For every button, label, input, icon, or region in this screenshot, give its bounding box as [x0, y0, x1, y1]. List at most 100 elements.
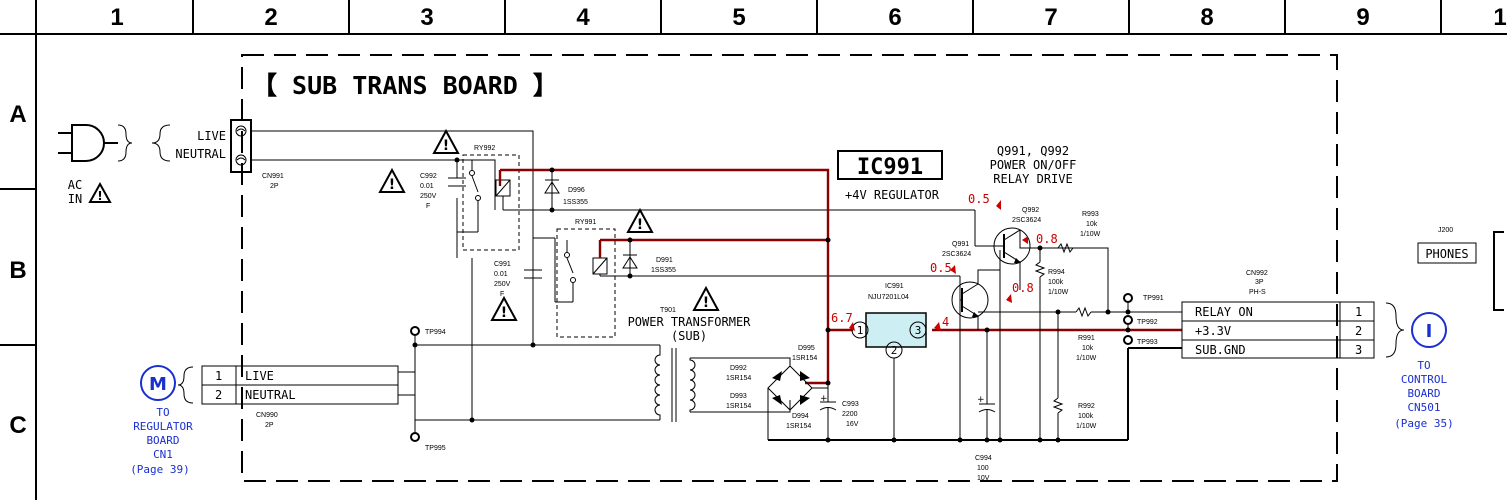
q991-ref: Q991: [952, 241, 969, 248]
r991-rating: 1/10W: [1076, 355, 1097, 362]
ground-bus: [768, 270, 1129, 441]
d992-ref: D992: [730, 365, 747, 372]
column-number-7: 7: [1044, 4, 1057, 31]
cn990-row-1-name: LIVE: [245, 369, 274, 383]
svg-text:!: !: [389, 177, 395, 193]
tp993-label: TP993: [1137, 339, 1158, 346]
ry991-relay: [554, 238, 960, 303]
warning-icon: !: [88, 181, 112, 203]
column-number-10: 1: [1493, 4, 1506, 31]
q991-part: 2SC3624: [942, 251, 971, 258]
row-letter-a: A: [9, 101, 26, 128]
c992-ref: C992: [420, 173, 437, 180]
ic991-title: IC991: [857, 155, 923, 180]
d996-ref: D996: [568, 187, 585, 194]
tp992-label: TP992: [1137, 319, 1158, 326]
c991-value2: 250V: [494, 281, 511, 288]
d993-part: 1SR154: [726, 403, 751, 410]
svg-text:+: +: [977, 395, 985, 405]
r991-ref: R991: [1078, 335, 1095, 342]
ref-m-line1: TO: [156, 406, 169, 419]
cn991-pins: 2P: [270, 183, 279, 190]
svg-text:!: !: [443, 138, 449, 154]
ref-i-line4: CN501: [1407, 401, 1440, 414]
c992-capacitor: [448, 177, 466, 187]
ic991-part-ref: IC991: [885, 283, 904, 290]
ac-in-label-1: AC: [68, 178, 82, 192]
cn990-row-2-num: 2: [215, 388, 222, 402]
cn990-pins: 2P: [265, 422, 274, 429]
svg-text:+: +: [820, 394, 828, 404]
cn992-pins: 3P: [1255, 279, 1264, 286]
c992-value1: 0.01: [420, 183, 434, 190]
d993-ref: D993: [730, 393, 747, 400]
t901-transformer: [654, 345, 791, 422]
ic991-pin-3: [909, 321, 927, 339]
r993-ref: R993: [1082, 211, 1099, 218]
ref-m-page: (Page 39): [130, 463, 190, 476]
ref-m-line4: CN1: [153, 448, 173, 461]
d996-part: 1SS355: [563, 199, 588, 206]
ref-m-line2: REGULATOR: [133, 420, 193, 433]
cn992-type: PH-S: [1249, 289, 1266, 296]
grid-column-dividers: [35, 0, 1442, 34]
r994-resistor: [1034, 248, 1046, 440]
svg-text:!: !: [501, 305, 507, 321]
r992-rating: 1/10W: [1076, 423, 1097, 430]
c993-ref: C993: [842, 401, 859, 408]
d991-part: 1SS355: [651, 267, 676, 274]
ic991-pin-1: [851, 321, 869, 339]
ac-wiring: [251, 130, 660, 432]
r992-value: 100k: [1078, 413, 1094, 420]
column-number-2: 2: [264, 4, 277, 31]
q-block-line1: Q991, Q992: [997, 144, 1069, 158]
ref-i-letter: I: [1426, 321, 1433, 342]
t901-label-2: (SUB): [671, 329, 707, 343]
c994-capacitor: +: [977, 330, 996, 440]
tp994-point: [410, 326, 420, 336]
board-title: 【 SUB TRANS BOARD 】: [252, 71, 558, 100]
q992-transistor: [974, 210, 1109, 312]
tp993-point: [1123, 335, 1133, 345]
ac-in-label-2: IN: [68, 192, 82, 206]
r992-resistor: [1052, 312, 1064, 440]
cn990-row-2-name: NEUTRAL: [245, 388, 296, 402]
cn992-connector: [1181, 301, 1375, 359]
grid-row-dividers: [0, 188, 36, 346]
ic991-pin-1-label: 1: [857, 324, 864, 337]
warning-icon: !: [626, 207, 654, 233]
cn992-row-1-num: 1: [1355, 305, 1362, 319]
column-number-3: 3: [420, 4, 433, 31]
c993-value: 2200: [842, 411, 858, 418]
board-outline: [241, 54, 1338, 482]
cn990-ref: CN990: [256, 412, 278, 419]
q992-ref: Q992: [1022, 207, 1039, 214]
warning-icon: !: [378, 167, 406, 193]
ac-neutral-label: NEUTRAL: [175, 147, 226, 161]
cn990-row-1-num: 1: [215, 369, 222, 383]
d994-part: 1SR154: [786, 423, 811, 430]
ref-m-letter: M: [149, 374, 167, 395]
ry991-relay-outline: [556, 228, 616, 338]
warning-icon: !: [692, 285, 720, 311]
column-number-9: 9: [1356, 4, 1369, 31]
t901-label-1: POWER TRANSFORMER: [628, 315, 752, 329]
ry991-ref: RY991: [575, 219, 596, 226]
voltage-0-8-b: 0.8: [1012, 281, 1034, 295]
c994-value: 100: [977, 465, 989, 472]
cn992-row-3-name: SUB.GND: [1195, 343, 1246, 357]
ic991-pin-3-label: 3: [915, 324, 922, 337]
cn992-row-2-num: 2: [1355, 324, 1362, 338]
r991-resistor: [978, 306, 1182, 318]
r994-rating: 1/10W: [1048, 289, 1069, 296]
r993-rating: 1/10W: [1080, 231, 1101, 238]
voltage-marker-arrows: [849, 200, 1028, 331]
c991-ref: C991: [494, 261, 511, 268]
bridge-rectifier: [767, 365, 828, 440]
ry992-relay: [457, 160, 975, 233]
c994-ref: C994: [975, 455, 992, 462]
d994-ref: D994: [792, 413, 809, 420]
voltage-0-8-a: 0.8: [1036, 232, 1058, 246]
cn990-brace: [177, 366, 194, 404]
c993-rating: 16V: [846, 421, 859, 428]
